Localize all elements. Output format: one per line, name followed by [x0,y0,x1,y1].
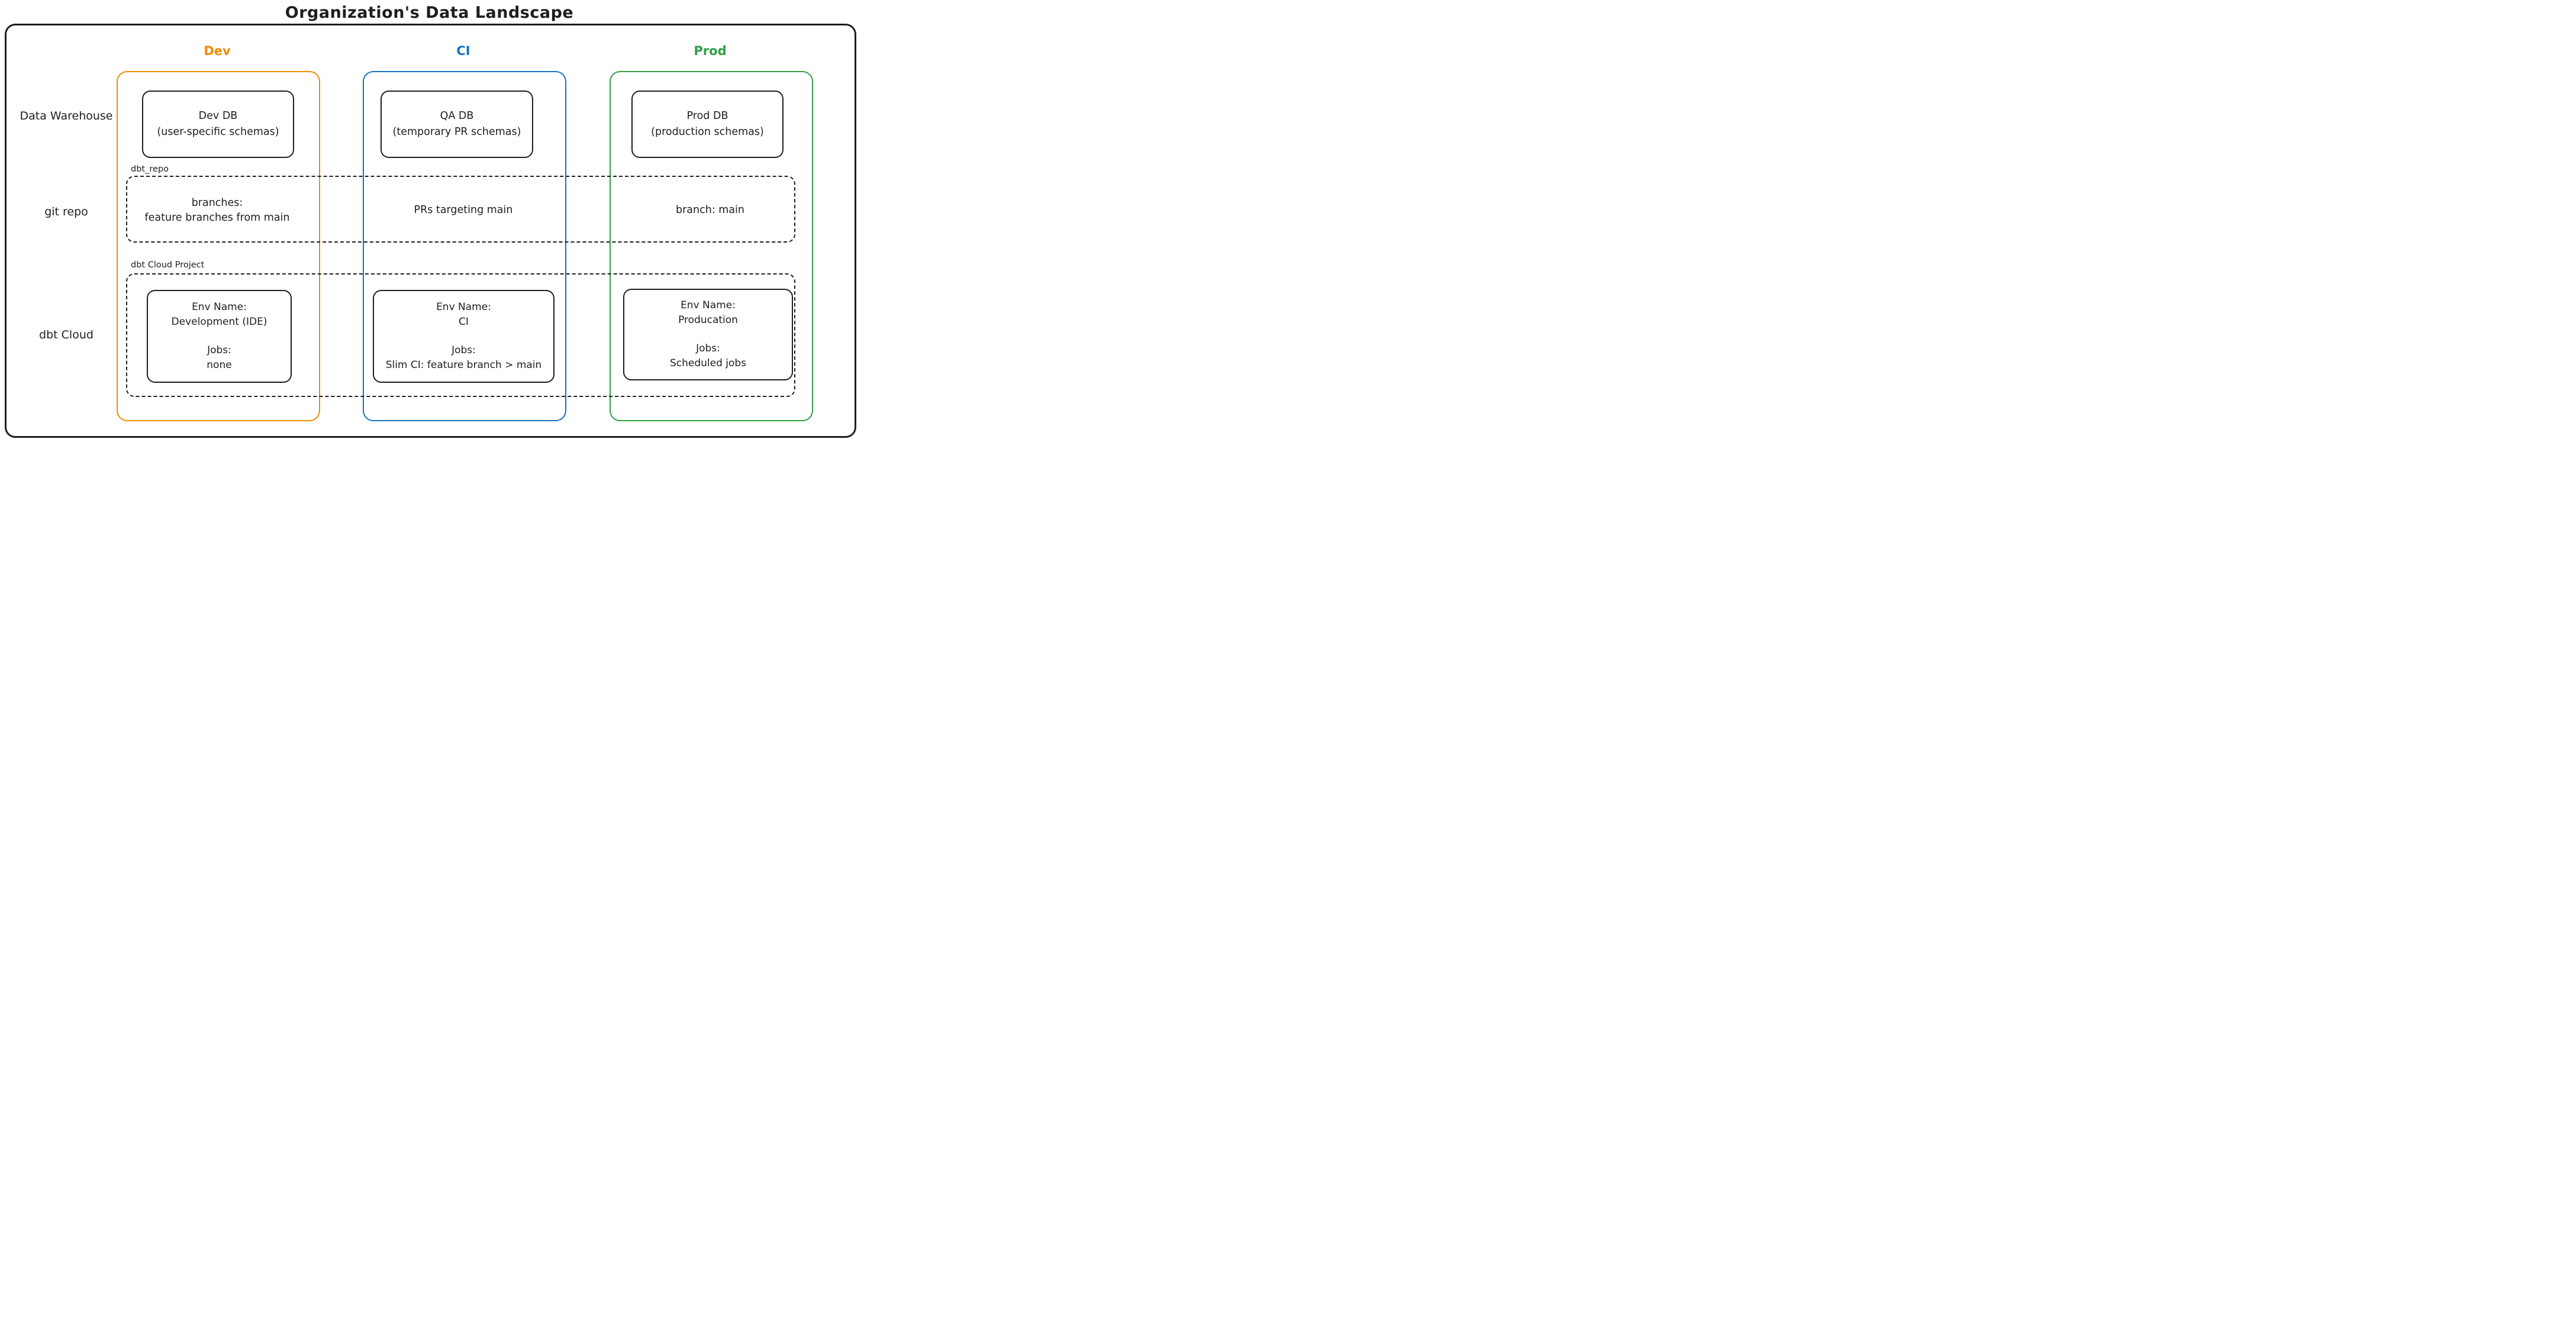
prod-db-title: Prod DB [686,109,728,122]
env-prod-name-value: Producation [678,314,738,326]
env-ci-jobs-value: Slim CI: feature branch > main [385,359,542,371]
qa-db-title: QA DB [440,109,474,122]
git-text-ci: PRs targeting main [414,204,513,216]
dev-db-box: Dev DB (user-specific schemas) [142,91,294,158]
env-box-dev: Env Name: Development (IDE) Jobs: none [147,290,292,383]
dev-db-title: Dev DB [198,109,238,122]
column-header-prod: Prod [694,44,727,58]
page-title: Organization's Data Landscape [285,4,574,22]
env-ci-jobs-label: Jobs: [452,344,476,356]
env-dev-jobs-label: Jobs: [207,344,231,356]
row-label-data-warehouse: Data Warehouse [20,109,113,122]
row-label-dbt-cloud: dbt Cloud [39,328,94,341]
column-header-dev: Dev [204,44,231,58]
dev-db-subtitle: (user-specific schemas) [157,126,279,138]
prod-db-box: Prod DB (production schemas) [631,91,784,158]
env-ci-name-value: CI [459,316,469,328]
env-prod-name-label: Env Name: [681,299,736,311]
env-dev-name-value: Development (IDE) [171,316,267,328]
git-text-dev-line2: feature branches from main [144,212,290,224]
diagram-canvas: Organization's Data Landscape Dev CI Pro… [0,0,859,439]
qa-db-box: QA DB (temporary PR schemas) [381,91,533,158]
prod-db-subtitle: (production schemas) [651,126,764,138]
env-box-ci: Env Name: CI Jobs: Slim CI: feature bran… [373,290,554,383]
column-prod [610,71,813,421]
git-text-prod: branch: main [675,204,744,216]
qa-db-subtitle: (temporary PR schemas) [392,126,521,138]
env-ci-name-label: Env Name: [436,301,491,313]
cloud-project-band-label: dbt Cloud Project [131,260,205,270]
git-text-dev-line1: branches: [191,197,243,209]
diagram-frame [5,24,856,438]
env-prod-jobs-label: Jobs: [696,342,720,354]
env-dev-name-label: Env Name: [192,301,247,313]
git-text-dev: branches: feature branches from main [117,196,318,226]
column-ci [363,71,566,421]
env-dev-jobs-value: none [207,359,232,371]
column-dev [117,71,320,421]
git-repo-band-label: dbt_repo [131,164,169,174]
env-box-prod: Env Name: Producation Jobs: Scheduled jo… [623,289,793,380]
row-label-git-repo: git repo [44,205,88,218]
cloud-project-band [126,273,795,397]
column-header-ci: CI [456,44,470,58]
env-prod-jobs-value: Scheduled jobs [669,357,747,369]
git-repo-band [126,176,795,243]
